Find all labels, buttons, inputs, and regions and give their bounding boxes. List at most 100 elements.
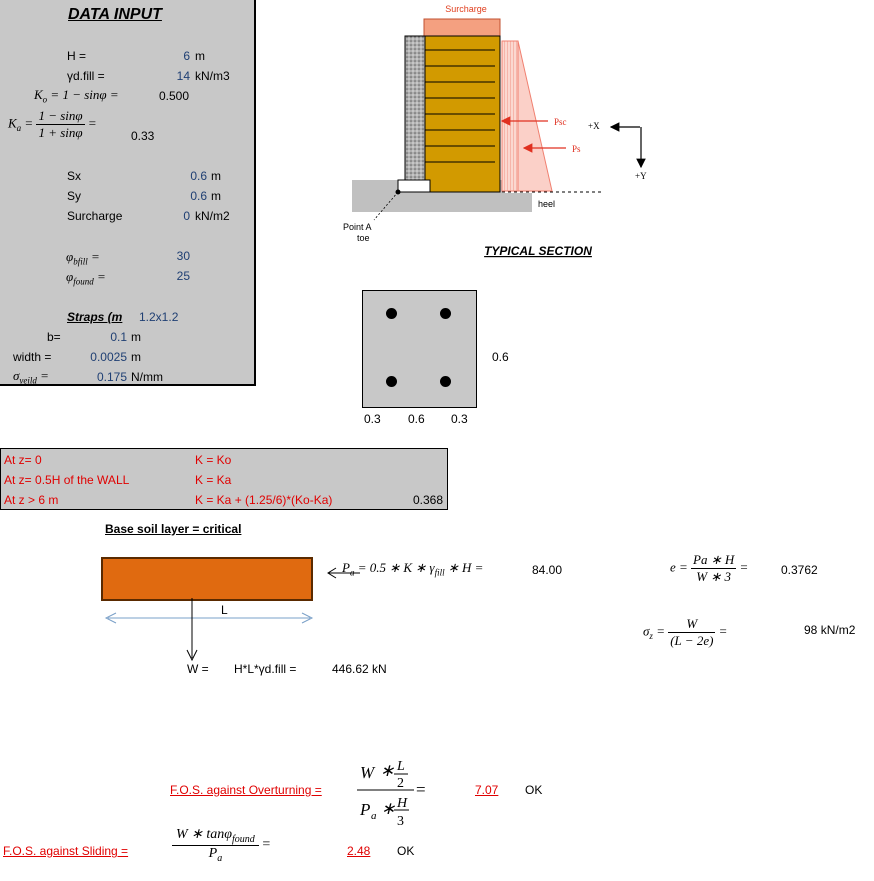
gamma-value: 14 (176, 69, 190, 83)
svg-text:P: P (359, 800, 370, 819)
sx-label: Sx (67, 169, 82, 183)
straps-label: Straps (m (67, 310, 123, 324)
svg-text:L: L (396, 759, 405, 774)
fos-overturning-formula: W ∗ L 2 P a ∗ H 3 = (357, 759, 426, 829)
strap-grid-bottom-value: 0.3 (364, 412, 381, 426)
base-arrows (104, 598, 314, 662)
sx-value: 0.6 (190, 169, 207, 183)
fos-sliding-status: OK (397, 844, 415, 858)
fos-sliding-formula: W ∗ tanφfound Pa = (172, 826, 270, 864)
ps-label: Ps (572, 144, 581, 154)
b-value: 0.1 (110, 330, 127, 344)
psc-label: Psc (554, 117, 567, 127)
strap-dot (386, 308, 397, 319)
pa-formula: Pa = 0.5 ∗ K ∗ γfill ∗ H = (342, 560, 484, 578)
h-label: H = (67, 49, 87, 63)
strap-grid-bottom-value: 0.6 (408, 412, 425, 426)
surcharge-pressure (501, 40, 519, 192)
pa-arrow (327, 567, 360, 579)
sigma-yeild-label: σyeild = (13, 368, 49, 386)
surcharge-value: 0 (183, 209, 190, 223)
data-input-panel: DATA INPUT H = 6 m γd.fill = 14 kN/m3 Ko… (0, 0, 256, 386)
condition-zone: At z= 0.5H of the WALL (4, 473, 130, 487)
svg-text:3: 3 (397, 814, 404, 829)
sigma-yeild-unit: N/mm (131, 370, 163, 384)
w-label: W = (187, 662, 209, 676)
sx-unit: m (211, 169, 221, 183)
base-length-label: L (221, 603, 228, 617)
point-a-label: Point A (343, 222, 372, 232)
svg-text:a: a (371, 810, 377, 822)
phi-found-value: 25 (176, 269, 190, 283)
gamma-label: γd.fill = (67, 69, 105, 83)
surcharge-block (423, 18, 501, 37)
width-label: width = (13, 350, 52, 364)
typical-section-diagram: Surcharge Psc Ps +X +Y heel Point A toe … (343, 4, 647, 258)
surcharge-label: Surcharge (445, 4, 487, 14)
svg-text:2: 2 (397, 776, 404, 791)
pa-value: 84.00 (532, 563, 563, 577)
toe-label: toe (357, 233, 370, 243)
b-unit: m (131, 330, 141, 344)
svg-text:=: = (416, 780, 426, 799)
sy-value: 0.6 (190, 189, 207, 203)
plus-x-label: +X (588, 121, 600, 131)
surcharge-label: Surcharge (67, 209, 123, 223)
fos-sliding-label: F.O.S. against Sliding = (3, 844, 129, 858)
strap-grid (362, 290, 477, 408)
condition-k: K = Ko (195, 453, 232, 467)
sigma-z-value: 98 kN/m2 (804, 623, 856, 637)
strap-dot (440, 376, 451, 387)
heel-label: heel (538, 199, 555, 209)
fos-overturning-status: OK (525, 783, 543, 797)
surcharge-unit: kN/m2 (195, 209, 230, 223)
sy-unit: m (211, 189, 221, 203)
sy-label: Sy (67, 189, 82, 203)
data-input-title: DATA INPUT (68, 6, 162, 23)
base-title: Base soil layer = critical (105, 522, 242, 536)
phi-bfill-label: φbfill = (66, 249, 100, 267)
fos-sliding-value: 2.48 (347, 844, 371, 858)
width-unit: m (131, 350, 141, 364)
fos-overturning-label: F.O.S. against Overturning = (170, 783, 322, 797)
sigma-z-formula: σz = W(L − 2e) = (643, 616, 728, 648)
wall-facing (404, 35, 426, 181)
fos-overturning-value: 7.07 (475, 783, 499, 797)
soil-pressure (517, 40, 553, 192)
svg-text:∗: ∗ (381, 799, 395, 818)
ko-formula: Ko = 1 − sinφ = (34, 87, 119, 105)
wall-footing (397, 179, 431, 193)
sigma-yeild-value: 0.175 (96, 370, 127, 384)
gamma-unit: kN/m3 (195, 69, 230, 83)
ko-value: 0.500 (159, 89, 190, 103)
soil-strap-lines (425, 49, 495, 163)
phi-found-label: φfound = (66, 269, 106, 287)
condition-k: K = Ka + (1.25/6)*(Ko-Ka) (195, 493, 333, 507)
base-block (101, 557, 313, 601)
strap-grid-bottom-value: 0.3 (451, 412, 468, 426)
strap-dot (440, 308, 451, 319)
e-value: 0.3762 (781, 563, 818, 577)
w-expression: H*L*γd.fill = (234, 662, 297, 676)
condition-value: 0.368 (413, 493, 444, 507)
svg-text:W: W (360, 763, 376, 782)
phi-bfill-value: 30 (176, 249, 190, 263)
condition-k: K = Ka (195, 473, 232, 487)
condition-zone: At z= 0 (4, 453, 42, 467)
width-value: 0.0025 (90, 350, 127, 364)
typical-section-title: TYPICAL SECTION (484, 244, 592, 258)
b-label: b= (47, 330, 61, 344)
h-value: 6 (183, 49, 190, 63)
w-value: 446.62 kN (332, 662, 387, 676)
conditions-panel: At z= 0 K = Ko At z= 0.5H of the WALL K … (0, 448, 448, 510)
condition-zone: At z > 6 m (4, 493, 59, 507)
plus-y-label: +Y (635, 171, 647, 181)
strap-grid-side-value: 0.6 (492, 350, 509, 364)
svg-text:∗: ∗ (380, 761, 394, 780)
straps-value: 1.2x1.2 (139, 310, 179, 324)
svg-text:H: H (396, 796, 408, 811)
h-unit: m (195, 49, 205, 63)
ka-value: 0.33 (131, 129, 155, 143)
